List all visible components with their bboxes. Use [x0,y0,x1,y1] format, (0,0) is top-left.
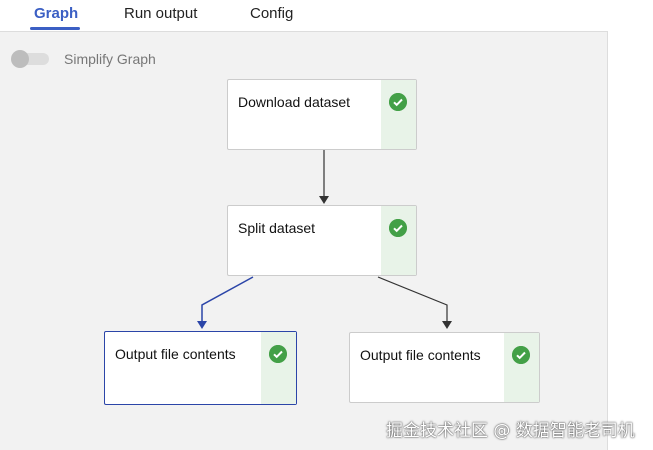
simplify-graph-toggle[interactable] [11,50,49,68]
check-circle-icon [389,219,407,237]
node-output-file-contents-1[interactable]: Output file contents [104,331,297,405]
edge-download-to-split [319,150,329,204]
tab-bar: Graph Run output Config [0,0,653,31]
check-circle-icon [389,93,407,111]
simplify-graph-label: Simplify Graph [64,51,156,67]
node-label: Output file contents [360,347,481,363]
watermark: 掘金技术社区 @ 数据智能老司机 [386,421,635,441]
active-tab-indicator [30,27,80,30]
check-circle-icon [269,345,287,363]
tab-config[interactable]: Config [250,5,294,22]
edge-split-to-output-1 [197,276,254,329]
node-status [381,206,416,275]
node-download-dataset[interactable]: Download dataset [227,79,417,150]
check-circle-icon [512,346,530,364]
node-status [261,332,296,404]
node-status [381,80,416,149]
node-status [504,333,539,402]
tab-graph[interactable]: Graph [34,5,79,22]
tab-run-output[interactable]: Run output [124,5,198,22]
node-label: Split dataset [238,220,316,236]
node-label: Download dataset [238,94,351,110]
edge-split-to-output-2 [377,276,452,329]
node-output-file-contents-2[interactable]: Output file contents [349,332,540,403]
node-split-dataset[interactable]: Split dataset [227,205,417,276]
node-label: Output file contents [115,346,236,362]
